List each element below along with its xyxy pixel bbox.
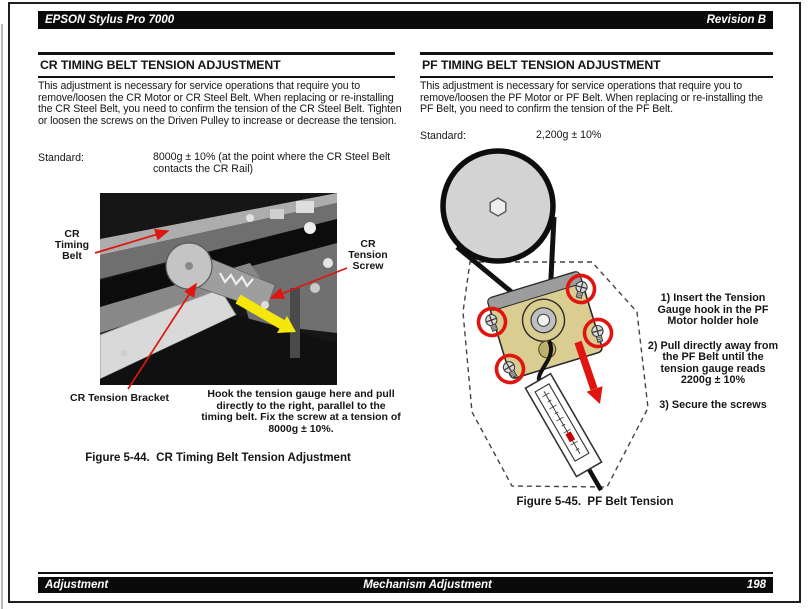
scan-edge-artifact: [1, 24, 3, 609]
footer-page-number: 198: [746, 579, 766, 591]
screw-circle-top-right: [565, 273, 597, 305]
tension-gauge: [524, 372, 603, 492]
footer-bar: Adjustment Mechanism Adjustment 198: [38, 577, 773, 593]
pf-standard-value: 2,200g ± 10%: [536, 129, 602, 141]
cr-mechanism-photo: [100, 193, 337, 385]
header-bar: EPSON Stylus Pro 7000 Revision B: [38, 11, 773, 29]
header-product-title: EPSON Stylus Pro 7000: [45, 14, 175, 26]
pf-step-1: 1) Insert the Tension Gauge hook in the …: [657, 292, 769, 327]
page-border: [8, 2, 801, 603]
gauge-red-marker: [565, 431, 576, 443]
pulley-hex-hole: [489, 197, 507, 217]
pf-section-body: This adjustment is necessary for service…: [420, 80, 763, 116]
screw-circle-bottom: [494, 353, 526, 385]
gauge-hook: [536, 340, 554, 382]
cr-standard-label: Standard:: [38, 152, 84, 164]
motor-holder-dashed-outline: [462, 261, 649, 488]
label-cr-timing-belt: CR Timing Belt: [54, 228, 90, 262]
header-revision: Revision B: [706, 14, 766, 26]
screw-circle-right: [582, 317, 614, 349]
cr-section-title: CR TIMING BELT TENSION ADJUSTMENT: [38, 52, 395, 78]
pf-standard-label: Standard:: [420, 130, 466, 142]
cr-section-body: This adjustment is necessary for service…: [38, 80, 402, 128]
footer-section: Mechanism Adjustment: [363, 579, 492, 591]
pf-belt-diagram: [440, 148, 649, 492]
label-cr-tension-screw: CR Tension Screw: [348, 238, 388, 272]
figure-5-44-caption: Figure 5-44. CR Timing Belt Tension Adju…: [85, 452, 351, 464]
pf-section-title: PF TIMING BELT TENSION ADJUSTMENT: [420, 52, 773, 78]
footer-rule: [38, 572, 773, 574]
figure-5-45-caption: Figure 5-45. PF Belt Tension: [516, 496, 674, 508]
red-pull-arrow: [574, 340, 603, 404]
pf-instruction-steps: 1) Insert the Tension Gauge hook in the …: [644, 292, 782, 411]
screw-circle-left: [476, 306, 508, 338]
pf-step-2: 2) Pull directly away from the PF Belt u…: [647, 339, 779, 386]
footer-chapter: Adjustment: [45, 579, 109, 591]
cr-figure-note: Hook the tension gauge here and pull dir…: [201, 388, 401, 435]
photo-spring: [219, 272, 254, 288]
label-cr-tension-bracket: CR Tension Bracket: [70, 392, 169, 404]
drive-pulley: [440, 148, 556, 264]
cr-standard-value: 8000g ± 10% (at the point where the CR S…: [153, 151, 391, 175]
pf-step-3: 3) Secure the screws: [659, 398, 767, 411]
